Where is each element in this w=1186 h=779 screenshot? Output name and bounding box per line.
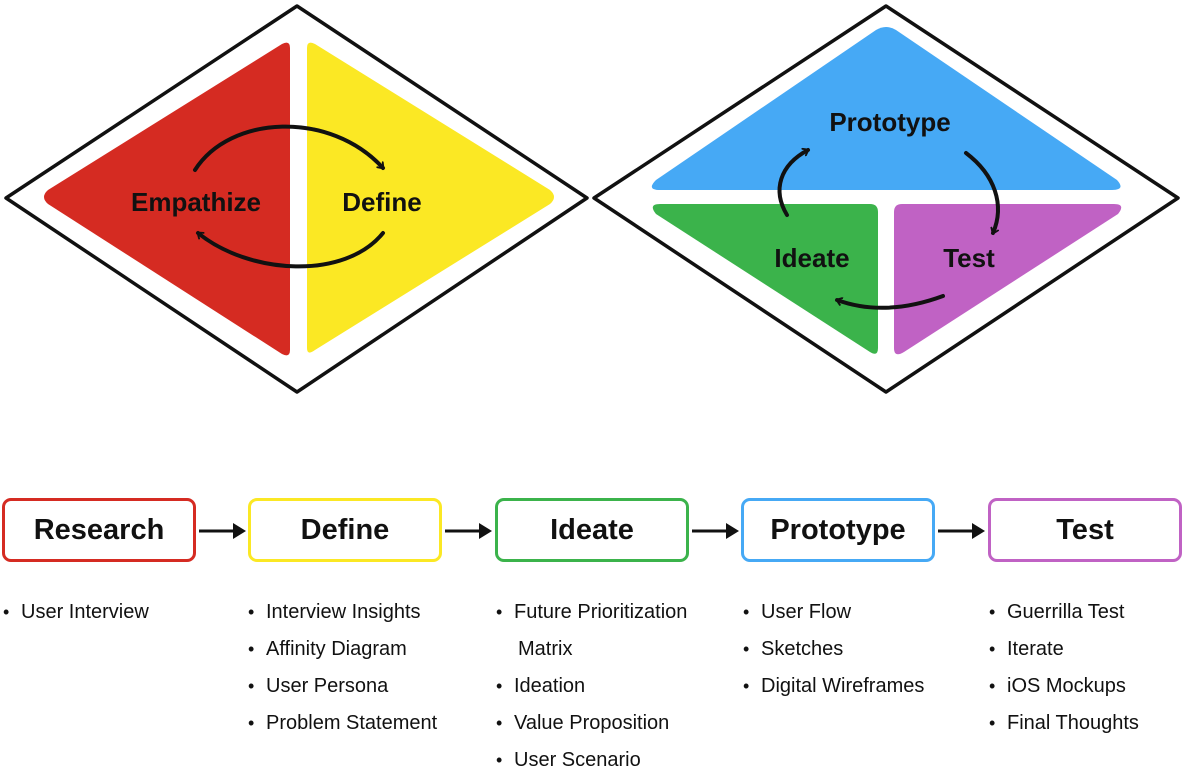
- list-item: Value Proposition: [494, 705, 687, 742]
- list-item: User Scenario: [494, 742, 687, 779]
- list-item: Digital Wireframes: [741, 668, 924, 705]
- ideate-section: [652, 204, 878, 354]
- stage-box-ideate: Ideate: [495, 498, 689, 562]
- prototype-activity-list: User Flow Sketches Digital Wireframes: [741, 594, 924, 705]
- left-diamond: Empathize Define: [4, 4, 589, 394]
- cycle-arrow-bottom: [196, 231, 385, 269]
- stage-title-define: Define: [300, 513, 390, 546]
- cycle-arrow-top: [193, 124, 385, 172]
- stage-title-prototype: Prototype: [770, 513, 906, 546]
- list-item: User Persona: [246, 668, 437, 705]
- right-diamond-outline: [592, 4, 1180, 394]
- list-item: User Interview: [1, 594, 149, 631]
- ideate-activity-list: Future Prioritization Matrix Ideation Va…: [494, 594, 687, 779]
- double-diamond-diagram: Empathize Define Prototype Ideate Test: [4, 4, 1180, 394]
- empathize-section: [44, 42, 290, 356]
- list-item: Ideation: [494, 668, 687, 705]
- list-item: Final Thoughts: [987, 705, 1139, 742]
- flow-arrow-icon: [692, 523, 739, 539]
- list-item: Future Prioritization: [494, 594, 687, 631]
- list-item-continuation: Matrix: [518, 638, 573, 660]
- list-item: Affinity Diagram: [246, 631, 437, 668]
- list-item: Guerrilla Test: [987, 594, 1139, 631]
- flow-arrow-icon: [199, 523, 246, 539]
- test-activity-list: Guerrilla Test Iterate iOS Mockups Final…: [987, 594, 1139, 742]
- stage-box-research: Research: [2, 498, 196, 562]
- flow-arrow-icon: [445, 523, 492, 539]
- test-phase-label: Test: [943, 243, 995, 273]
- cycle-arrow-prototype-to-test: [964, 151, 1000, 235]
- empathize-label: Empathize: [131, 187, 261, 217]
- define-section: [307, 42, 554, 353]
- list-item: iOS Mockups: [987, 668, 1139, 705]
- list-item: Sketches: [741, 631, 924, 668]
- stage-box-define: Define: [248, 498, 442, 562]
- list-item: Interview Insights: [246, 594, 437, 631]
- list-item: Problem Statement: [246, 705, 437, 742]
- stage-box-prototype: Prototype: [741, 498, 935, 562]
- stage-title-ideate: Ideate: [550, 513, 634, 546]
- define-phase-label: Define: [342, 187, 421, 217]
- prototype-section: [651, 27, 1121, 190]
- cycle-arrow-test-to-ideate: [835, 294, 945, 310]
- right-diamond: Prototype Ideate Test: [592, 4, 1180, 394]
- define-activity-list: Interview Insights Affinity Diagram User…: [246, 594, 437, 742]
- list-item: User Flow: [741, 594, 924, 631]
- ideate-phase-label: Ideate: [774, 243, 849, 273]
- stage-box-test: Test: [988, 498, 1182, 562]
- test-section: [894, 204, 1122, 355]
- prototype-phase-label: Prototype: [829, 107, 950, 137]
- left-diamond-outline: [4, 4, 589, 394]
- list-item: Iterate: [987, 631, 1139, 668]
- flow-arrow-icon: [938, 523, 985, 539]
- research-activity-list: User Interview: [1, 594, 149, 631]
- stage-title-research: Research: [33, 513, 165, 546]
- cycle-arrow-ideate-to-prototype: [777, 150, 810, 217]
- stage-title-test: Test: [1056, 513, 1114, 546]
